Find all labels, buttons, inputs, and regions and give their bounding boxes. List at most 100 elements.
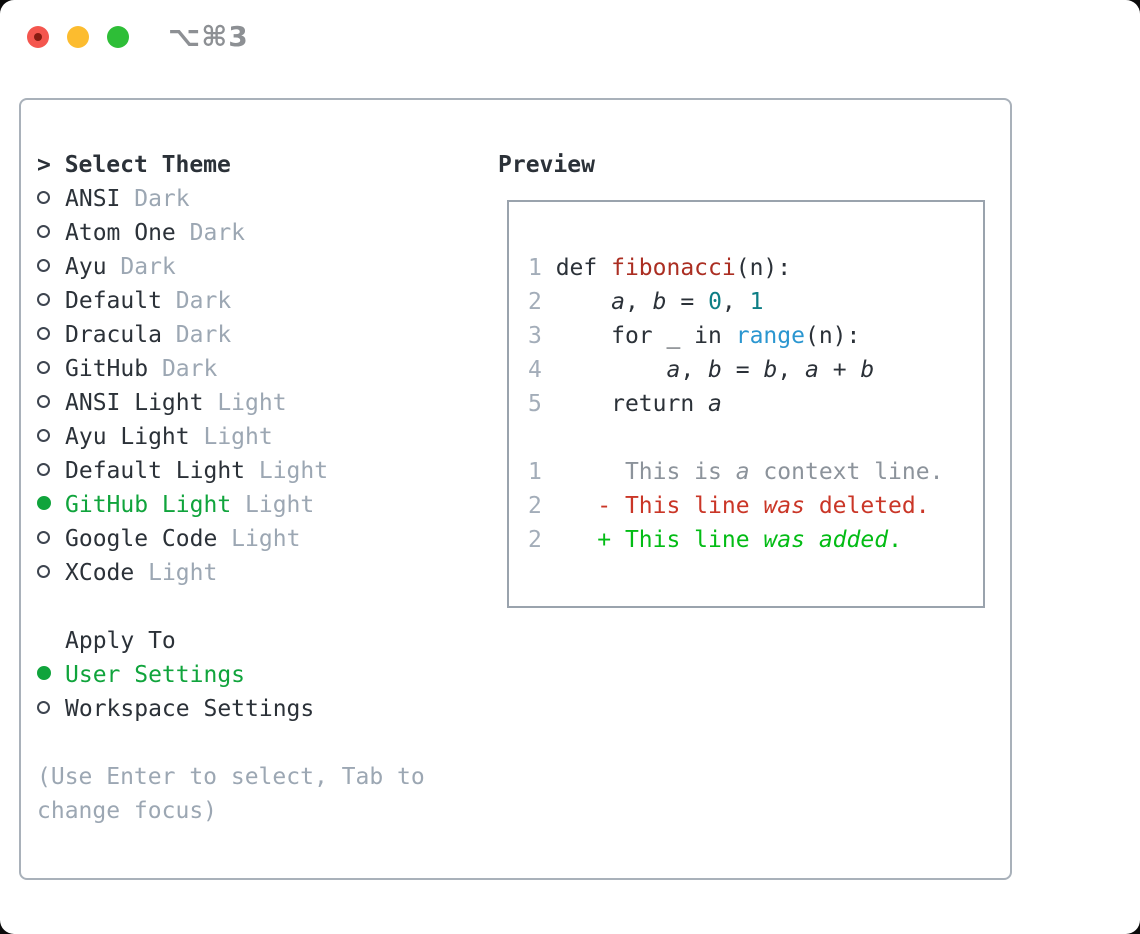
theme-variant-label: Dark [106,254,176,280]
code-token: a [611,289,625,315]
radio-icon [37,386,65,420]
select-theme-label: Select Theme [64,152,231,178]
preview-line: 5 return a [528,387,983,421]
hint-text-line-2: change focus) [37,798,218,824]
theme-option-atom-one[interactable]: Atom One Dark [37,216,425,250]
preview-line: 2 a, b = 0, 1 [528,285,983,319]
spacer-row [37,590,425,624]
code-token: a [666,357,681,383]
code-token: b [763,357,778,383]
theme-option-label: Dracula [65,322,162,348]
preview-line: 2 + This line was added. [528,523,983,557]
line-number: 2 [528,527,556,553]
code-token: b [652,289,667,315]
spacer-row [37,726,425,760]
radio-icon [37,420,65,454]
window-title: ⌥⌘3 [168,20,249,53]
apply-option-workspace-settings[interactable]: Workspace Settings [37,692,425,726]
radio-icon [37,692,65,726]
minimize-button-icon[interactable] [67,26,89,48]
hint-text-line-1: (Use Enter to select, Tab to [37,764,425,790]
preview-line: 1 This is a context line. [528,455,983,489]
code-token: = [666,289,709,315]
apply-option-label: Workspace Settings [65,696,315,722]
code-token: . [888,527,902,553]
theme-variant-label: Light [134,560,218,586]
theme-option-google-code[interactable]: Google Code Light [37,522,425,556]
code-token: return [555,391,709,417]
code-token: deleted. [804,493,930,519]
code-token: + [818,357,861,383]
theme-variant-label: Dark [120,186,190,212]
line-number: 2 [528,493,556,519]
close-button-icon[interactable] [27,26,49,48]
code-token: b [708,357,722,383]
theme-option-label: Atom One [65,220,176,246]
radio-icon [37,352,65,386]
code-token: b [860,357,875,383]
radio-icon [37,318,65,352]
theme-option-label: GitHub Light [65,492,232,518]
code-token: (n): [735,255,792,281]
code-token: 1 [749,289,764,315]
theme-option-ayu-light[interactable]: Ayu Light Light [37,420,425,454]
preview-heading: Preview [498,152,595,178]
theme-variant-label: Dark [161,322,232,348]
theme-option-default-light[interactable]: Default Light Light [37,454,425,488]
theme-option-label: Google Code [65,526,218,552]
theme-variant-label: Dark [161,288,232,314]
code-token: fibonacci [611,255,736,281]
theme-option-label: Ayu Light [65,424,190,450]
code-token: for _ in [555,323,736,349]
radio-icon [37,658,65,692]
radio-icon [37,216,65,250]
theme-option-github[interactable]: GitHub Dark [37,352,425,386]
code-token [556,289,611,315]
theme-option-ansi[interactable]: ANSI Dark [37,182,425,216]
code-token: was [763,527,805,553]
theme-option-default[interactable]: Default Dark [37,284,425,318]
code-token: , [680,357,709,383]
theme-option-ayu[interactable]: Ayu Dark [37,250,425,284]
preview-pane: Preview 1 def fibonacci(n):2 a, b = 0, 1… [498,148,985,608]
line-number: 3 [528,323,556,349]
zoom-button-icon[interactable] [107,26,129,48]
code-token: a [708,391,722,417]
theme-variant-label: Light [217,526,301,552]
radio-icon [37,250,65,284]
theme-option-label: Default [65,288,162,314]
code-token: was [763,493,805,519]
code-token: This is [555,459,736,485]
radio-icon [37,522,65,556]
preview-line: 2 - This line was deleted. [528,489,983,523]
code-token: (n): [804,323,861,349]
radio-icon [37,182,65,216]
apply-to-heading: Apply To [37,624,425,658]
code-token: added [818,527,889,553]
code-token: a [805,357,819,383]
theme-option-github-light[interactable]: GitHub Light Light [37,488,425,522]
radio-icon [37,488,65,522]
code-token: range [735,323,805,349]
preview-blank-line [528,421,983,455]
theme-variant-label: Light [189,424,273,450]
theme-option-ansi-light[interactable]: ANSI Light Light [37,386,425,420]
code-token: 0 [708,289,722,315]
theme-option-label: ANSI [65,186,121,212]
theme-option-label: Ayu [65,254,107,280]
theme-option-label: GitHub [65,356,149,382]
preview-line: 3 for _ in range(n): [528,319,983,353]
theme-option-xcode[interactable]: XCode Light [37,556,425,590]
theme-option-dracula[interactable]: Dracula Dark [37,318,425,352]
theme-variant-label: Light [203,390,287,416]
preview-line: 1 def fibonacci(n): [528,251,983,285]
apply-to-label: Apply To [65,628,176,654]
radio-icon [37,556,65,590]
code-token: , [624,289,653,315]
apply-option-user-settings[interactable]: User Settings [37,658,425,692]
code-token: , [721,289,750,315]
